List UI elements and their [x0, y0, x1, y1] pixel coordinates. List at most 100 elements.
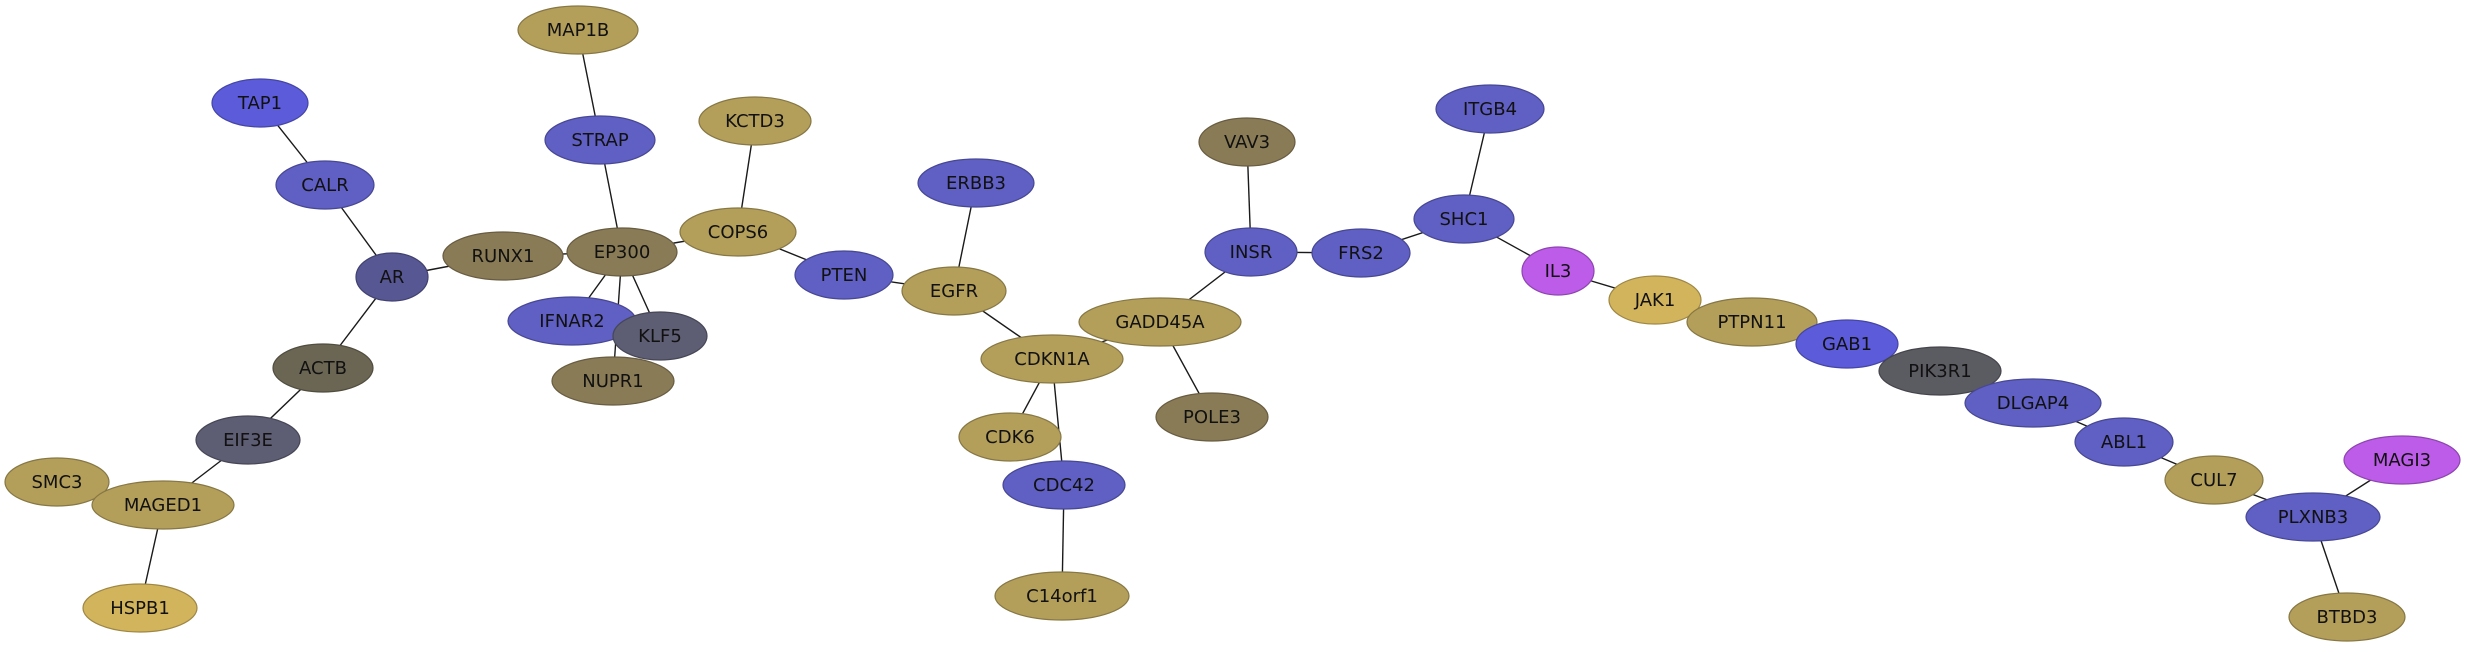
node-calr[interactable]: CALR [275, 160, 375, 210]
node-cops6[interactable]: COPS6 [679, 207, 797, 257]
node-label-il3: IL3 [1545, 261, 1572, 282]
node-shape-tap1 [211, 78, 309, 128]
node-shape-smc3 [4, 457, 110, 507]
node-vav3[interactable]: VAV3 [1198, 117, 1296, 167]
node-shape-il3 [1521, 246, 1595, 296]
node-shape-cdc42 [1002, 460, 1126, 510]
node-shape-frs2 [1311, 228, 1411, 278]
node-label-egfr: EGFR [930, 281, 978, 302]
node-shape-actb [272, 343, 374, 393]
node-shape-runx1 [442, 231, 564, 281]
node-klf5[interactable]: KLF5 [612, 311, 708, 361]
node-map1b[interactable]: MAP1B [517, 5, 639, 55]
node-cdkn1a[interactable]: CDKN1A [980, 334, 1124, 384]
node-shape-map1b [517, 5, 639, 55]
node-label-itgb4: ITGB4 [1463, 99, 1517, 120]
node-abl1[interactable]: ABL1 [2074, 417, 2174, 467]
node-shape-shc1 [1413, 194, 1515, 244]
node-shape-ptpn11 [1686, 297, 1818, 347]
node-strap[interactable]: STRAP [544, 115, 656, 165]
node-ep300[interactable]: EP300 [566, 227, 678, 277]
node-itgb4[interactable]: ITGB4 [1435, 84, 1545, 134]
node-c14orf1[interactable]: C14orf1 [994, 571, 1130, 621]
node-label-cdkn1a: CDKN1A [1014, 349, 1090, 370]
node-pik3r1[interactable]: PIK3R1 [1878, 346, 2002, 396]
node-shape-cul7 [2164, 455, 2264, 505]
node-label-ep300: EP300 [594, 242, 651, 263]
node-smc3[interactable]: SMC3 [4, 457, 110, 507]
node-shape-pole3 [1155, 392, 1269, 442]
node-jak1[interactable]: JAK1 [1608, 275, 1702, 325]
node-shape-magi3 [2343, 435, 2461, 485]
node-shape-pik3r1 [1878, 346, 2002, 396]
node-label-ptpn11: PTPN11 [1717, 312, 1786, 333]
node-shape-cops6 [679, 207, 797, 257]
node-dlgap4[interactable]: DLGAP4 [1964, 378, 2102, 428]
node-cul7[interactable]: CUL7 [2164, 455, 2264, 505]
node-runx1[interactable]: RUNX1 [442, 231, 564, 281]
node-cdk6[interactable]: CDK6 [958, 412, 1062, 462]
node-pole3[interactable]: POLE3 [1155, 392, 1269, 442]
node-eif3e[interactable]: EIF3E [195, 415, 301, 465]
node-shape-maged1 [91, 480, 235, 530]
node-magi3[interactable]: MAGI3 [2343, 435, 2461, 485]
node-kctd3[interactable]: KCTD3 [698, 96, 812, 146]
node-il3[interactable]: IL3 [1521, 246, 1595, 296]
node-shape-itgb4 [1435, 84, 1545, 134]
node-hspb1[interactable]: HSPB1 [82, 583, 198, 633]
node-label-pik3r1: PIK3R1 [1908, 361, 1971, 382]
node-label-strap: STRAP [571, 130, 629, 151]
node-plxnb3[interactable]: PLXNB3 [2245, 492, 2381, 542]
node-btbd3[interactable]: BTBD3 [2288, 592, 2406, 642]
node-label-pten: PTEN [821, 265, 868, 286]
node-ptpn11[interactable]: PTPN11 [1686, 297, 1818, 347]
node-shape-plxnb3 [2245, 492, 2381, 542]
node-actb[interactable]: ACTB [272, 343, 374, 393]
node-shape-klf5 [612, 311, 708, 361]
node-label-pole3: POLE3 [1183, 407, 1241, 428]
node-egfr[interactable]: EGFR [901, 266, 1007, 316]
node-label-cdc42: CDC42 [1033, 475, 1095, 496]
node-gab1[interactable]: GAB1 [1795, 319, 1899, 369]
node-ifnar2[interactable]: IFNAR2 [507, 296, 637, 346]
node-label-shc1: SHC1 [1440, 209, 1489, 230]
node-tap1[interactable]: TAP1 [211, 78, 309, 128]
node-label-jak1: JAK1 [1634, 290, 1676, 311]
node-label-c14orf1: C14orf1 [1026, 586, 1098, 607]
node-insr[interactable]: INSR [1204, 227, 1298, 277]
node-label-plxnb3: PLXNB3 [2278, 507, 2348, 528]
node-erbb3[interactable]: ERBB3 [917, 158, 1035, 208]
node-shape-gab1 [1795, 319, 1899, 369]
node-shc1[interactable]: SHC1 [1413, 194, 1515, 244]
node-shape-calr [275, 160, 375, 210]
node-label-klf5: KLF5 [638, 326, 682, 347]
node-shape-abl1 [2074, 417, 2174, 467]
node-label-abl1: ABL1 [2101, 432, 2147, 453]
node-label-calr: CALR [301, 175, 348, 196]
node-shape-cdk6 [958, 412, 1062, 462]
node-pten[interactable]: PTEN [794, 250, 894, 300]
node-label-map1b: MAP1B [547, 20, 610, 41]
node-label-eif3e: EIF3E [223, 430, 273, 451]
node-label-maged1: MAGED1 [124, 495, 202, 516]
node-label-tap1: TAP1 [237, 93, 282, 114]
node-maged1[interactable]: MAGED1 [91, 480, 235, 530]
node-shape-dlgap4 [1964, 378, 2102, 428]
node-label-frs2: FRS2 [1338, 243, 1384, 264]
node-frs2[interactable]: FRS2 [1311, 228, 1411, 278]
node-label-insr: INSR [1230, 242, 1273, 263]
node-shape-hspb1 [82, 583, 198, 633]
node-label-btbd3: BTBD3 [2316, 607, 2377, 628]
node-label-cdk6: CDK6 [985, 427, 1035, 448]
node-shape-erbb3 [917, 158, 1035, 208]
node-label-magi3: MAGI3 [2373, 450, 2431, 471]
node-cdc42[interactable]: CDC42 [1002, 460, 1126, 510]
node-shape-c14orf1 [994, 571, 1130, 621]
node-gadd45a[interactable]: GADD45A [1078, 297, 1242, 347]
node-shape-strap [544, 115, 656, 165]
node-nupr1[interactable]: NUPR1 [551, 356, 675, 406]
node-ar[interactable]: AR [355, 252, 429, 302]
node-shape-pten [794, 250, 894, 300]
